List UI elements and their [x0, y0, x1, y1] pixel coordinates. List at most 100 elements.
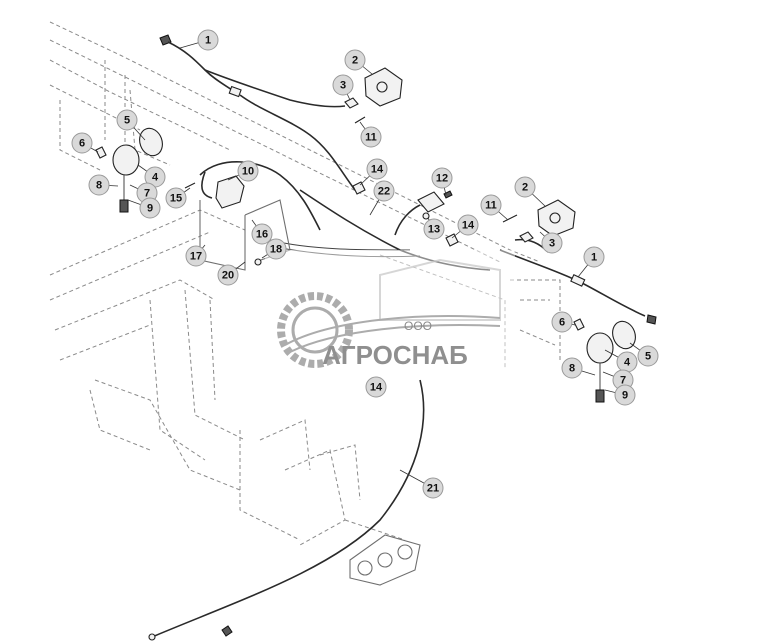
callout-14: 14: [366, 158, 388, 180]
callout-circle: [360, 126, 382, 148]
callout-label: 21: [427, 483, 439, 495]
callout-label: 6: [79, 138, 85, 150]
callout-circle: [583, 246, 605, 268]
callout-circle: [185, 245, 207, 267]
callout-circle: [71, 132, 93, 154]
callout-16: 16: [251, 223, 273, 245]
callout-label: 2: [522, 182, 528, 194]
callout-20: 20: [217, 264, 239, 286]
callout-label: 15: [170, 193, 182, 205]
callout-label: 4: [152, 172, 159, 184]
callout-2: 2: [514, 176, 536, 198]
callout-circle: [614, 384, 636, 406]
callout-label: 14: [462, 220, 475, 232]
callout-circle: [457, 214, 479, 236]
callout-label: 11: [365, 132, 377, 144]
callout-label: 5: [645, 351, 651, 363]
callout-label: 3: [340, 80, 346, 92]
work-lamp-right: [573, 318, 636, 403]
callout-circle: [332, 74, 354, 96]
callout-circle: [431, 167, 453, 189]
machine-frame: [49, 21, 561, 546]
callout-22: 22: [373, 180, 395, 202]
callout-label: 6: [559, 317, 565, 329]
callout-circle: [139, 197, 161, 219]
callout-label: 14: [370, 382, 383, 394]
callout-label: 5: [124, 115, 130, 127]
callout-circle: [116, 109, 138, 131]
callout-8: 8: [561, 357, 583, 379]
callout-3: 3: [332, 74, 354, 96]
callout-label: 1: [591, 252, 597, 264]
callout-circle: [422, 477, 444, 499]
callout-label: 7: [144, 188, 150, 200]
callout-8: 8: [88, 174, 110, 196]
relay-block: [352, 181, 459, 247]
work-lamp-left: [95, 127, 163, 213]
watermark-prefix: ООО: [404, 319, 432, 333]
wiring-harness-left: [159, 34, 491, 271]
callout-11: 11: [360, 126, 382, 148]
watermark-company-name: АГРОСНАБ: [322, 340, 468, 370]
callout-circle: [366, 158, 388, 180]
callout-label: 8: [96, 180, 102, 192]
callout-label: 7: [620, 375, 626, 387]
callout-9: 9: [614, 384, 636, 406]
callout-label: 17: [190, 251, 202, 263]
callout-6: 6: [551, 311, 573, 333]
hitch-assembly: [349, 534, 421, 586]
callout-circle: [514, 176, 536, 198]
callout-circle: [561, 357, 583, 379]
callout-label: 9: [622, 390, 628, 402]
callout-label: 12: [436, 173, 448, 185]
callout-17: 17: [185, 245, 207, 267]
callout-1: 1: [197, 29, 219, 51]
callout-circle: [541, 232, 563, 254]
callout-15: 15: [165, 187, 187, 209]
callout-14: 14: [365, 376, 387, 398]
callout-1: 1: [583, 246, 605, 268]
callout-13: 13: [423, 218, 445, 240]
wiring-harness-right: [394, 204, 657, 325]
callout-label: 18: [270, 244, 282, 256]
callout-label: 10: [242, 166, 254, 178]
callout-11: 11: [480, 194, 502, 216]
callout-circle: [423, 218, 445, 240]
callout-circle: [237, 160, 259, 182]
callout-label: 9: [147, 203, 153, 215]
callout-18: 18: [265, 238, 287, 260]
callout-label: 13: [428, 224, 440, 236]
callout-circle: [373, 180, 395, 202]
callout-circle: [365, 376, 387, 398]
callout-circle: [637, 345, 659, 367]
rear-lamp-upper: [344, 67, 403, 124]
callout-label: 20: [222, 270, 234, 282]
callout-circle: [197, 29, 219, 51]
callout-circle: [265, 238, 287, 260]
callout-circle: [480, 194, 502, 216]
callout-circle: [551, 311, 573, 333]
callout-2: 2: [344, 49, 366, 71]
callout-circle: [165, 187, 187, 209]
callout-label: 14: [371, 164, 384, 176]
callout-5: 5: [116, 109, 138, 131]
callout-4: 4: [616, 351, 638, 373]
rear-lamp-right: [502, 199, 576, 243]
callout-3: 3: [541, 232, 563, 254]
callout-label: 22: [378, 186, 390, 198]
callout-label: 2: [352, 55, 358, 67]
callout-circle: [217, 264, 239, 286]
callout-9: 9: [139, 197, 161, 219]
callout-label: 4: [624, 357, 631, 369]
callout-label: 8: [569, 363, 575, 375]
callout-label: 11: [485, 200, 497, 212]
callout-circle: [88, 174, 110, 196]
callout-10: 10: [237, 160, 259, 182]
callout-21: 21: [422, 477, 444, 499]
callout-circle: [344, 49, 366, 71]
cable-21: [148, 379, 425, 641]
callout-label: 16: [256, 229, 268, 241]
callout-circle: [251, 223, 273, 245]
